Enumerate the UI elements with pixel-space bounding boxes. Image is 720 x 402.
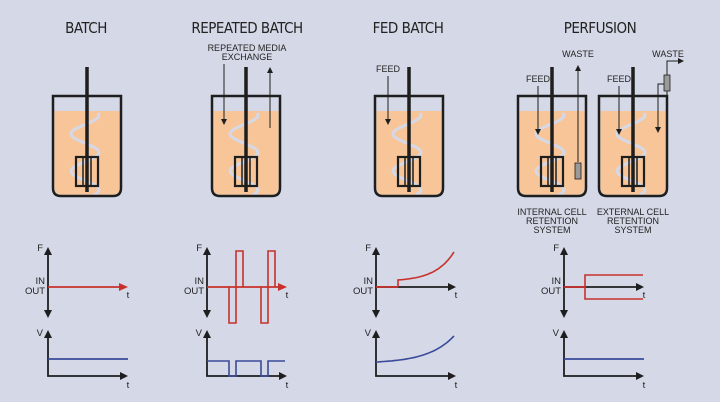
waste-arrow-external xyxy=(666,58,684,76)
volume-axis-label: V xyxy=(365,328,372,339)
vessel-outline xyxy=(210,94,282,198)
vessel-outline xyxy=(51,94,123,198)
internal-caption-3: SYSTEM xyxy=(533,225,570,235)
feed-label-external: FEED xyxy=(607,74,632,84)
title-perfusion: PERFUSION xyxy=(564,19,636,37)
volume-axes xyxy=(563,334,640,377)
internal-caption-1: INTERNAL CELL xyxy=(517,207,586,217)
time-axis-arrow xyxy=(448,372,456,380)
time-axis-arrow xyxy=(279,372,287,380)
vessel-outline xyxy=(597,94,669,198)
flow-pulse-2 xyxy=(260,250,276,324)
time-axis-label: t xyxy=(286,290,289,301)
out-label: OUT xyxy=(541,286,561,297)
flow-axis-label: F xyxy=(37,243,43,254)
waste-label-internal: WASTE xyxy=(562,49,594,59)
flow-pulse-1 xyxy=(228,250,244,324)
vessel-batch xyxy=(51,67,123,198)
out-label: OUT xyxy=(184,286,204,297)
external-caption-1: EXTERNAL CELL xyxy=(597,207,669,217)
volume-axis-arrow xyxy=(560,330,568,338)
title-batch: BATCH xyxy=(65,19,107,37)
time-axis-label: t xyxy=(455,290,458,301)
feed-label-internal: FEED xyxy=(526,74,551,84)
vessel-outline xyxy=(373,94,445,198)
out-label: OUT xyxy=(25,286,45,297)
external-caption-3: SYSTEM xyxy=(614,225,651,235)
volume-axis-label: V xyxy=(553,328,560,339)
vessel-outline xyxy=(516,94,588,198)
waste-label-external: WASTE xyxy=(652,49,684,59)
time-axis-arrow xyxy=(636,372,644,380)
volume-axis-arrow xyxy=(203,330,211,338)
volume-axis-arrow xyxy=(372,330,380,338)
out-label: OUT xyxy=(353,286,373,297)
flow-axis-label: F xyxy=(196,243,202,254)
volume-axes xyxy=(47,334,124,377)
external-filter-icon xyxy=(663,74,671,92)
repeated-media-label-1: REPEATED MEDIA xyxy=(208,43,287,53)
volume-axis-label: V xyxy=(196,328,203,339)
flow-axis-label: F xyxy=(365,243,371,254)
flow-in-out xyxy=(584,274,643,300)
flow-curve xyxy=(397,251,455,287)
volume-axes xyxy=(206,334,283,377)
feed-label-fedbatch: FEED xyxy=(376,64,401,74)
internal-filter-icon xyxy=(574,162,582,180)
volume-axis-arrow xyxy=(44,330,52,338)
time-axis-label: t xyxy=(455,380,458,391)
internal-caption-2: RETENTION xyxy=(526,216,578,226)
volume-axis-label: V xyxy=(37,328,44,339)
volume-line xyxy=(207,360,285,377)
time-axis-arrow xyxy=(120,372,128,380)
volume-axes xyxy=(375,334,452,377)
flow-axis-label: F xyxy=(553,243,559,254)
external-return-arrow xyxy=(655,83,664,133)
in-label: IN xyxy=(36,276,46,287)
volume-curve xyxy=(375,335,455,363)
time-axis-label: t xyxy=(643,380,646,391)
time-axis-label: t xyxy=(643,290,646,301)
vessel-fed-batch xyxy=(373,67,445,198)
in-label: IN xyxy=(552,276,562,287)
vessel-repeated-batch xyxy=(210,67,282,198)
time-axis-label: t xyxy=(286,380,289,391)
in-label: IN xyxy=(195,276,205,287)
title-repeated-batch: REPEATED BATCH xyxy=(191,19,302,37)
time-axis-label: t xyxy=(127,380,130,391)
time-axis-label: t xyxy=(127,290,130,301)
external-caption-2: RETENTION xyxy=(607,216,659,226)
in-label: IN xyxy=(364,276,374,287)
vessel-perfusion-external xyxy=(597,67,669,198)
title-fed-batch: FED BATCH xyxy=(373,19,444,37)
repeated-media-label-2: EXCHANGE xyxy=(222,52,273,62)
